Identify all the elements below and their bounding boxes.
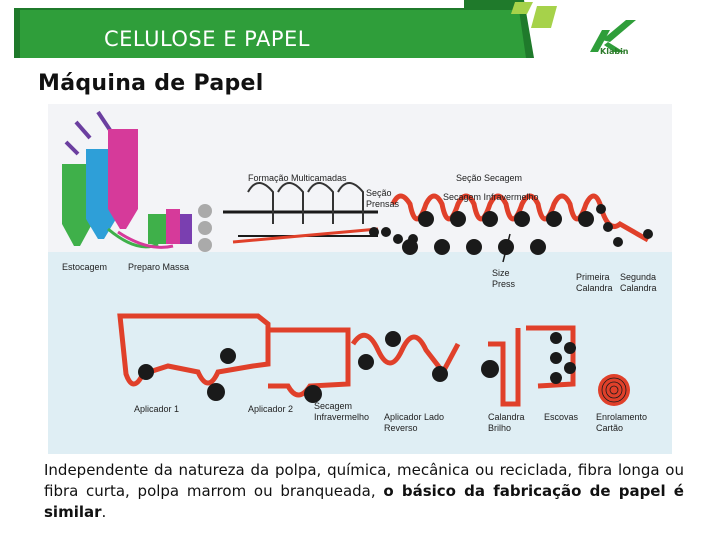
headbox-units — [198, 204, 212, 252]
dryer-section-top — [390, 193, 653, 263]
label-escovas: Escovas — [544, 412, 579, 422]
paper-machine-diagram: Formação Multicamadas Seção Secagem Seçã… — [48, 104, 672, 454]
description-plain: Independente da natureza da polpa, quími… — [44, 461, 684, 500]
forming-section — [223, 182, 379, 244]
klabin-logo-icon — [590, 20, 636, 52]
label-aplicador-1: Aplicador 1 — [134, 404, 179, 414]
reel-winder — [598, 374, 630, 406]
stock-arrows — [64, 110, 112, 156]
logo-text: Klabin — [600, 47, 629, 56]
description-end: . — [101, 503, 107, 521]
header-band — [14, 0, 534, 58]
header-accent — [511, 2, 557, 28]
header-title: CELULOSE E PAPEL — [104, 27, 310, 51]
label-estocagem: Estocagem — [62, 262, 107, 272]
label-secao-secagem: Seção Secagem — [456, 173, 522, 183]
label-preparo-massa: Preparo Massa — [128, 262, 189, 272]
description-bold: o básico da fabricação de papel é simila… — [44, 482, 684, 521]
stock-preparation — [107, 209, 192, 249]
label-secagem-infravermelho-top: Secagem Infravermelho — [443, 192, 539, 202]
description-paragraph: Independente da natureza da polpa, quími… — [44, 460, 684, 523]
label-aplicador-2: Aplicador 2 — [248, 404, 293, 414]
coating-section-bottom — [117, 313, 576, 407]
storage-tanks — [62, 129, 138, 246]
label-formacao: Formação Multicamadas — [248, 173, 347, 183]
page-title: Máquina de Papel — [38, 71, 264, 96]
